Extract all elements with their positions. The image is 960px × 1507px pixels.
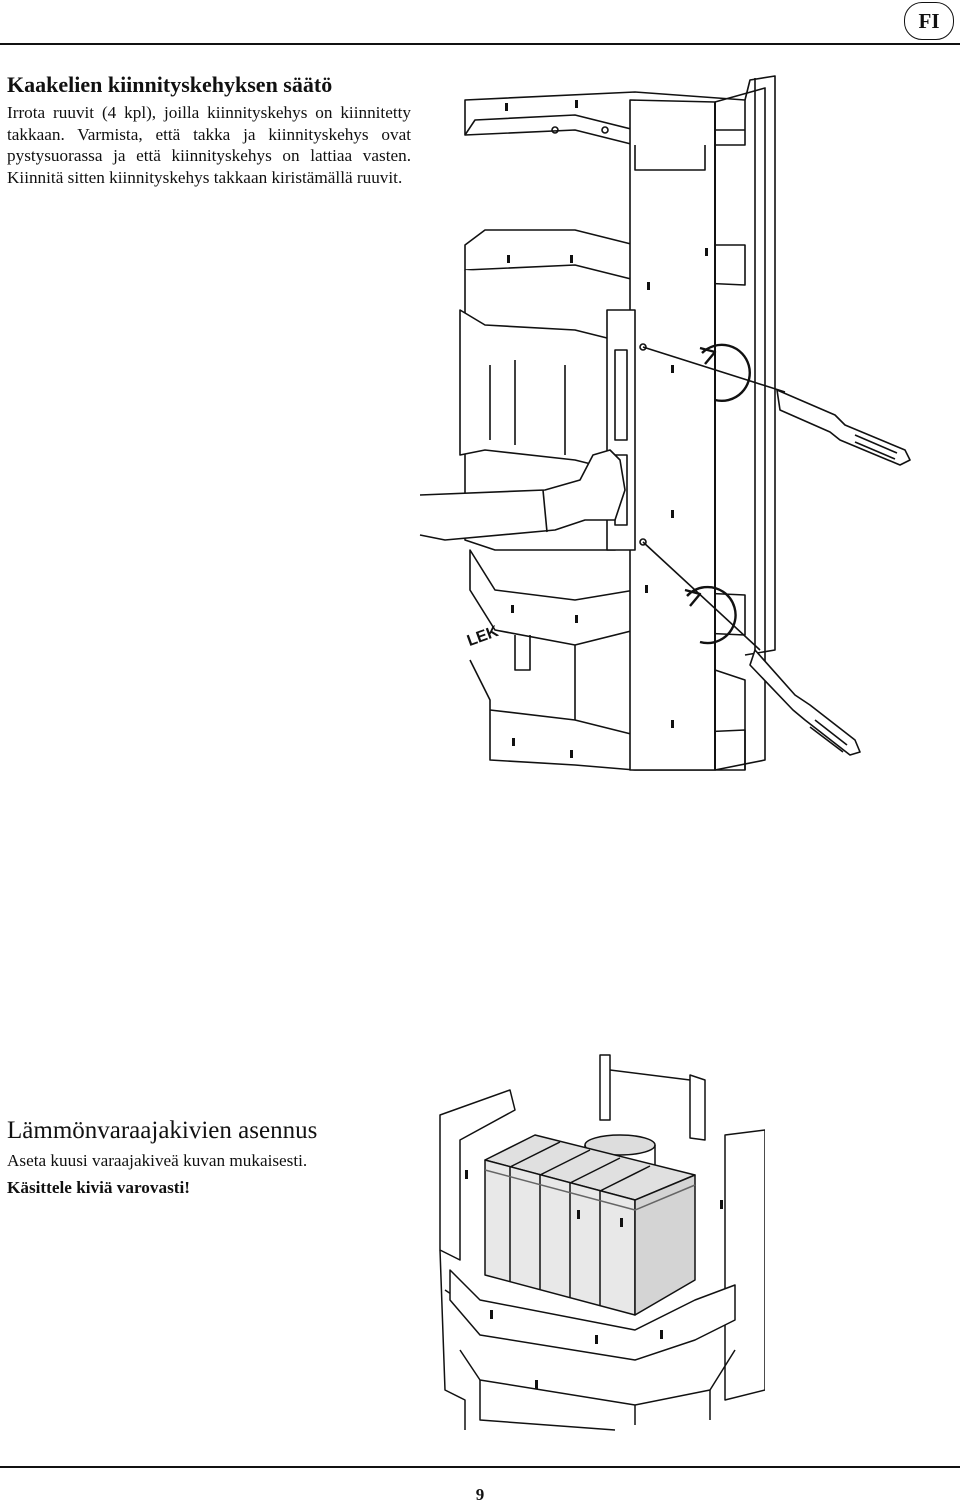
section-body: Irrota ruuvit (4 kpl), joilla kiinnitysk… <box>7 103 411 187</box>
section-heat-stones: Lämmönvaraajakivien asennus Aseta kuusi … <box>7 1116 417 1203</box>
section-frame-adjustment: Kaakelien kiinnityskehyksen säätö Irrota… <box>7 72 411 188</box>
page-number: 9 <box>475 1485 485 1504</box>
section-title: Kaakelien kiinnityskehyksen säätö <box>7 72 333 97</box>
footer-rule <box>0 1466 960 1468</box>
header-rule <box>0 43 960 45</box>
frame-adjustment-illustration: LEK <box>415 70 960 790</box>
section-body: Aseta kuusi varaajakiveä kuvan mukaisest… <box>7 1151 308 1170</box>
heat-stones-illustration <box>435 1050 765 1450</box>
section-title: Lämmönvaraajakivien asennus <box>7 1117 318 1144</box>
language-badge: FI <box>904 2 954 40</box>
language-code: FI <box>918 8 940 33</box>
handling-warning: Käsittele kiviä varovasti! <box>7 1177 190 1197</box>
